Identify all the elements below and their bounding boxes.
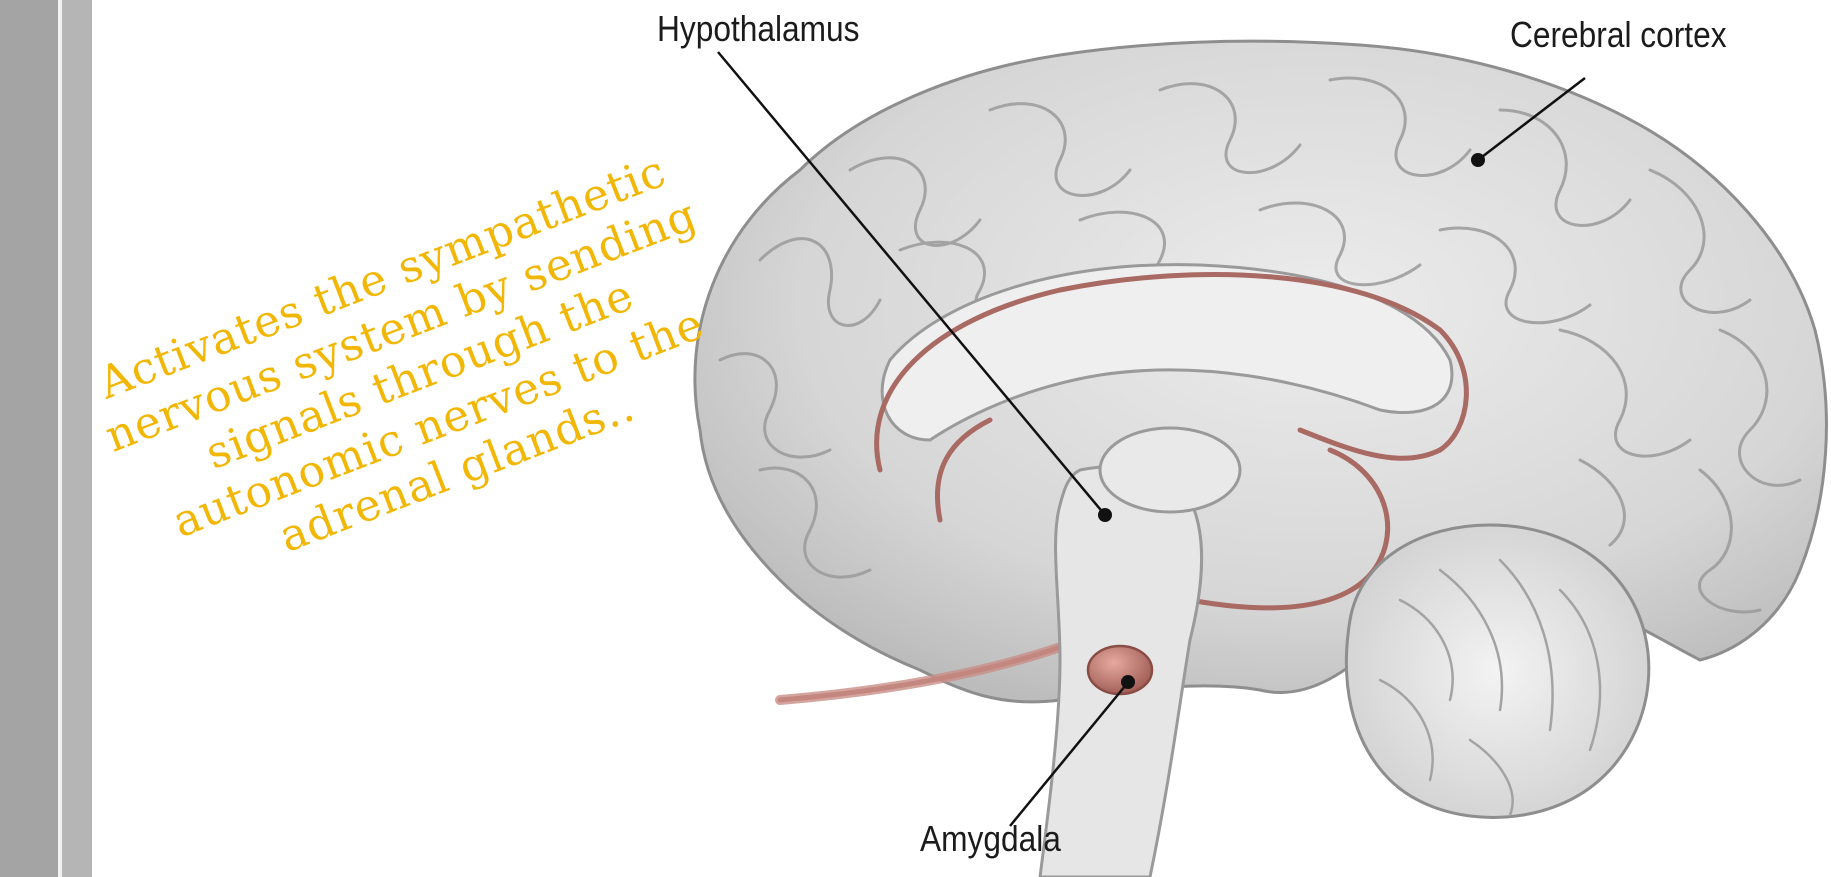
hypothalamus-marker bbox=[1098, 508, 1112, 522]
hypothalamus-label: Hypothalamus bbox=[657, 8, 860, 50]
amygdala-structure bbox=[1088, 646, 1152, 694]
cortex-marker bbox=[1471, 153, 1485, 167]
amygdala-label: Amygdala bbox=[920, 818, 1061, 860]
cerebral-cortex-label: Cerebral cortex bbox=[1510, 14, 1727, 56]
amygdala-marker bbox=[1121, 675, 1135, 689]
